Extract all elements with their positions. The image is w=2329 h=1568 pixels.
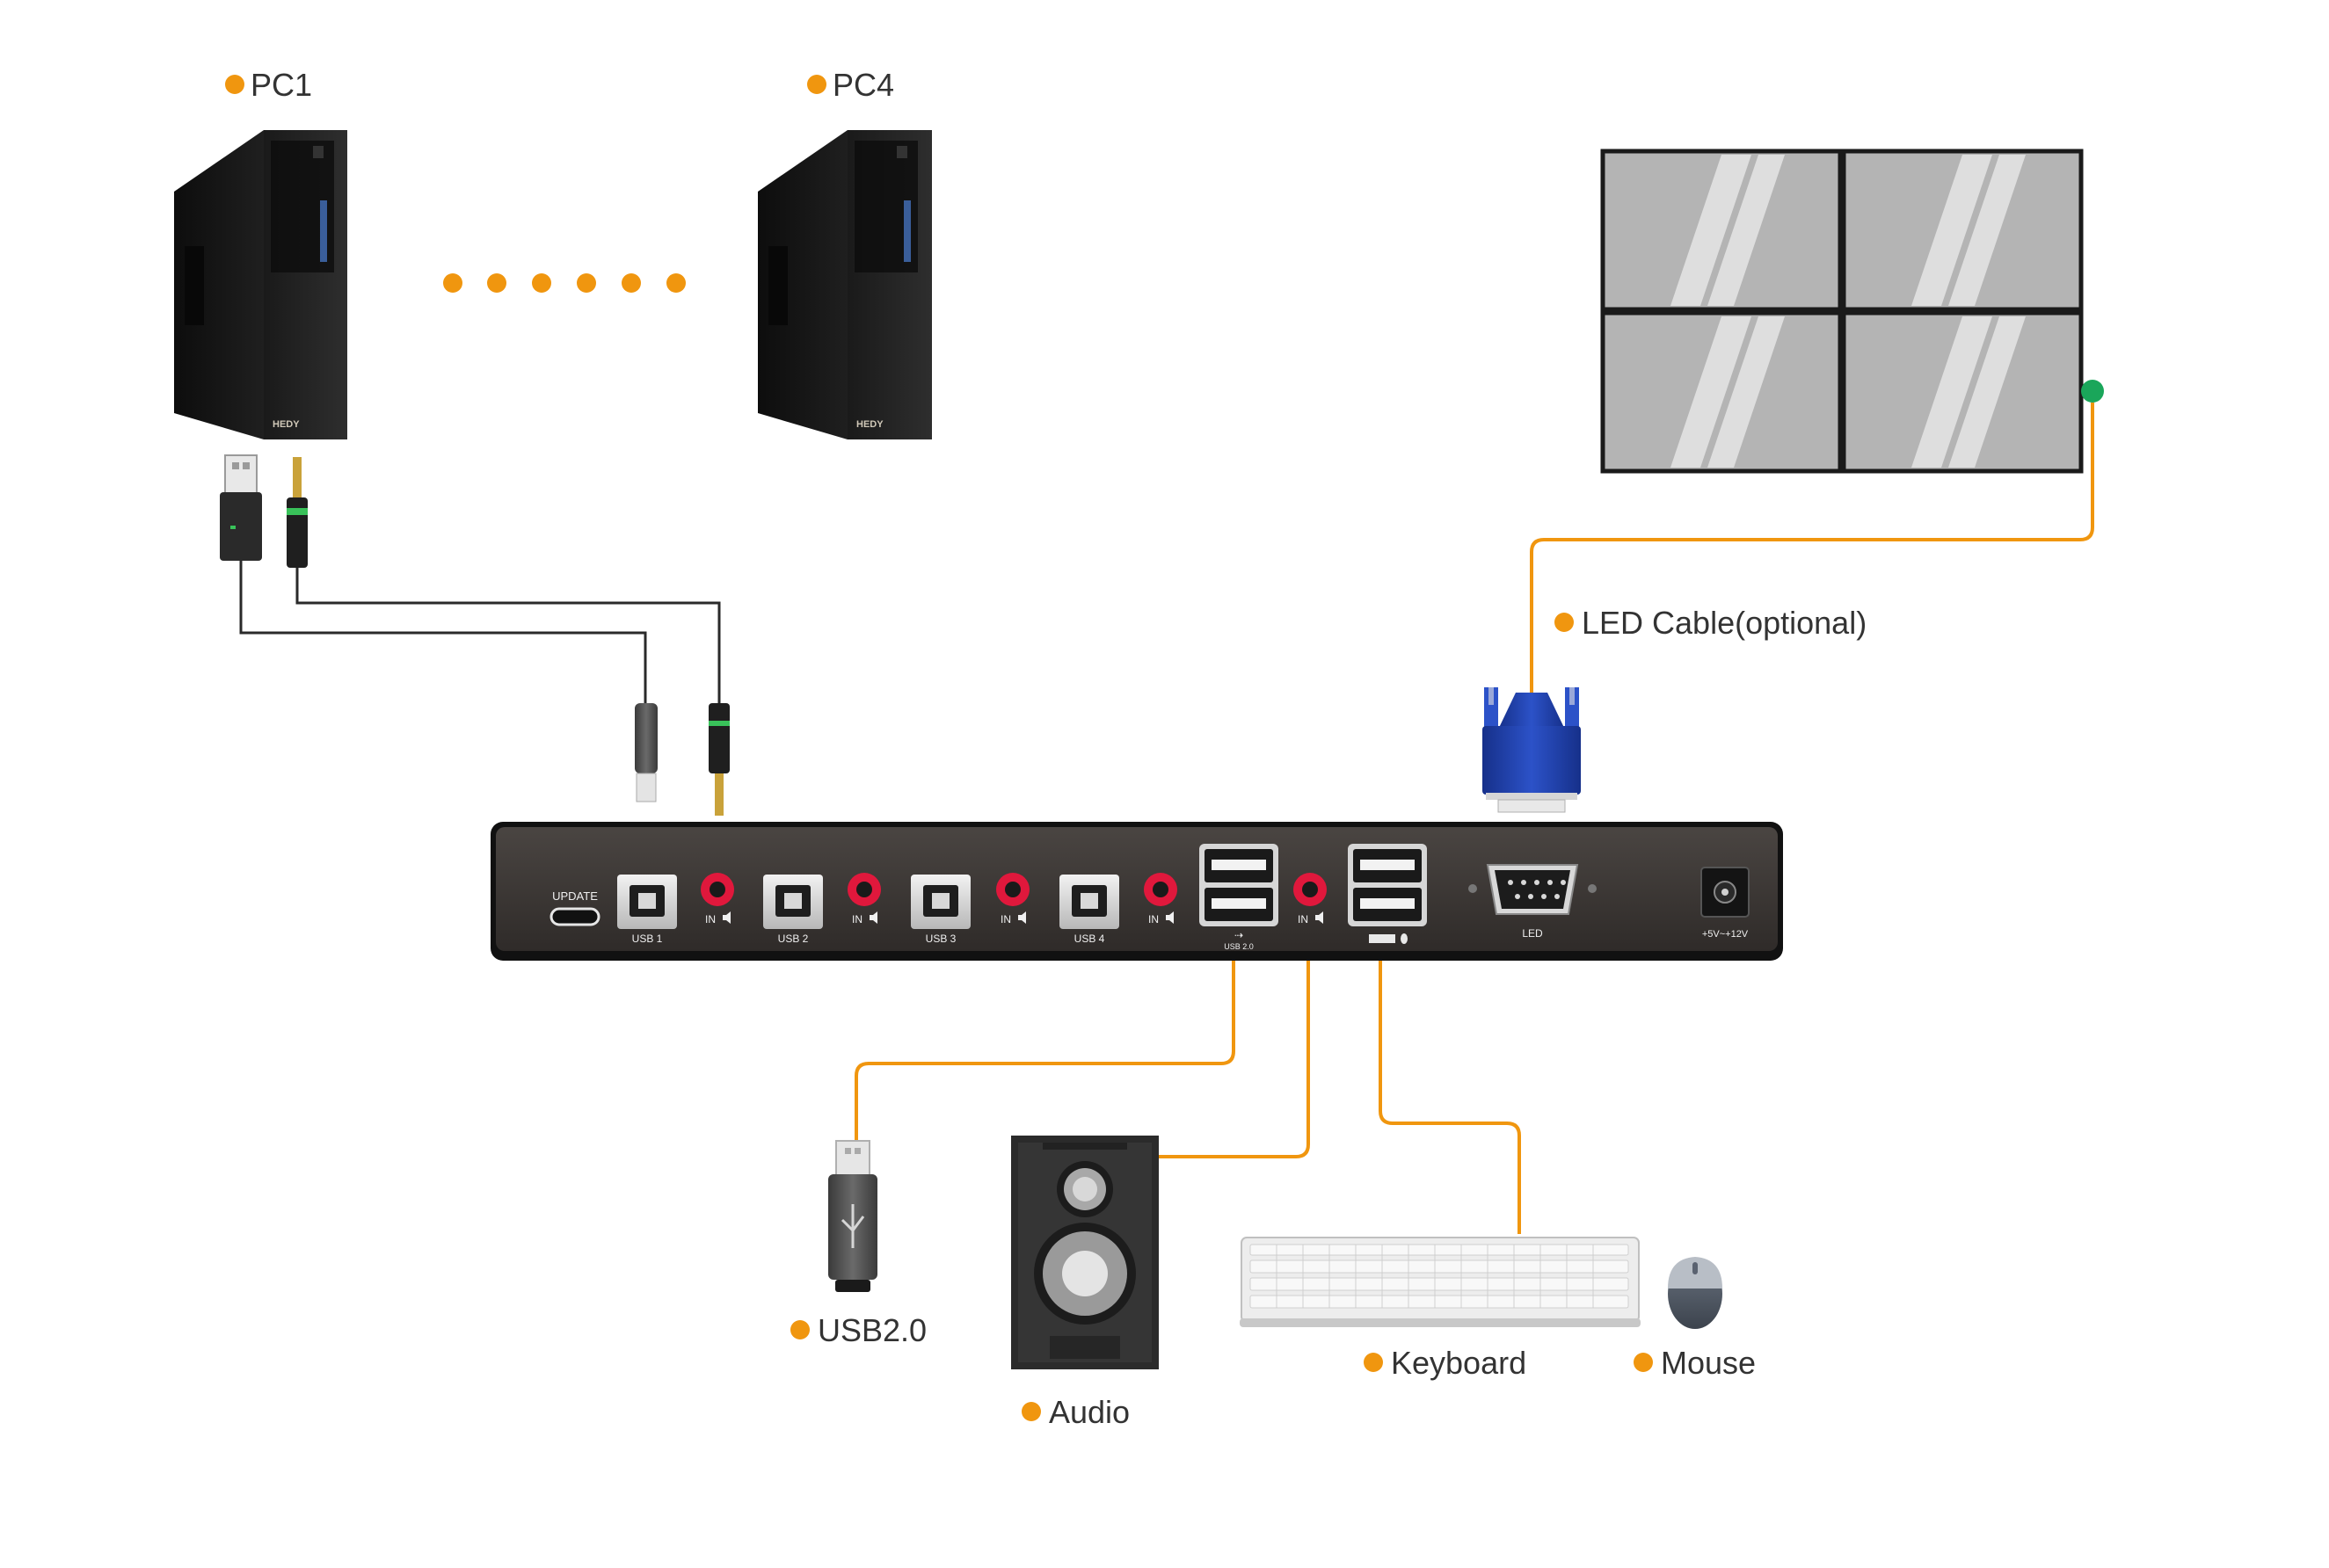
speaker-icon xyxy=(1166,911,1174,924)
led-connector-dot-icon xyxy=(2081,380,2104,403)
vga-connector-icon xyxy=(1482,687,1581,813)
keyboard-device-icon xyxy=(1240,1237,1641,1327)
kvm-switch-device: UPDATE USB 1 IN USB 2 IN xyxy=(491,822,1783,961)
pc1-audio-plug-icon xyxy=(287,457,308,568)
pc1-label: PC1 xyxy=(251,67,312,103)
mouse-device-icon xyxy=(1668,1257,1722,1329)
label-keyboard: Keyboard xyxy=(1364,1345,1526,1381)
orange-cables xyxy=(855,403,2094,1234)
label-usb20: USB2.0 xyxy=(790,1312,927,1348)
audio-in-jack-4: IN xyxy=(1144,873,1177,926)
audio-out-jack: IN xyxy=(1293,873,1327,926)
audio-label: Audio xyxy=(1049,1394,1130,1430)
label-led-cable: LED Cable(optional) xyxy=(1554,605,1867,641)
usb20-stacked-port: ⇢ USB 2.0 xyxy=(1199,844,1278,951)
pc1-tower-icon: HEDY xyxy=(174,130,347,439)
usb-b-port-3: USB 3 xyxy=(911,875,971,945)
speaker-icon xyxy=(723,911,731,924)
audio-in-label: IN xyxy=(852,913,862,926)
orange-dot-icon xyxy=(790,1320,810,1339)
audio-in-jack-2: IN xyxy=(848,873,881,926)
orange-dot-icon xyxy=(1634,1353,1653,1372)
label-audio: Audio xyxy=(1022,1394,1130,1430)
pc4-tower-icon: HEDY xyxy=(758,130,932,439)
pc4-label: PC4 xyxy=(833,67,894,103)
keyboard-mouse-stacked-port xyxy=(1348,844,1427,944)
led-port-label: LED xyxy=(1522,927,1543,940)
pc-cables xyxy=(239,561,721,703)
usb-port-label: USB 1 xyxy=(632,933,663,945)
led-db9-port: LED xyxy=(1468,864,1597,940)
usb-c-update-port xyxy=(549,907,600,926)
speaker-icon xyxy=(1315,911,1323,924)
audio-in-label: IN xyxy=(1298,913,1308,926)
orange-dot-icon xyxy=(807,75,826,94)
power-port-label: +5V~+12V xyxy=(1702,929,1749,940)
speaker-device-icon xyxy=(1011,1136,1159,1369)
usb-port-label: USB 4 xyxy=(1074,933,1105,945)
speaker-icon xyxy=(1018,911,1026,924)
audio-in-label: IN xyxy=(705,913,716,926)
audio-in-jack-1: IN xyxy=(701,873,734,926)
pc1-brand: HEDY xyxy=(273,419,300,430)
audio-in-label: IN xyxy=(1148,913,1159,926)
audio-in-label: IN xyxy=(1001,913,1011,926)
usb-port-label: USB 2 xyxy=(778,933,809,945)
label-pc4: PC4 xyxy=(807,67,894,103)
pc1-usb-plug-icon xyxy=(220,454,262,561)
audio-in-jack-3: IN xyxy=(996,873,1030,926)
usb-icon: ⇢ xyxy=(1234,929,1243,941)
usb20-port-label: USB 2.0 xyxy=(1224,942,1254,951)
speaker-icon xyxy=(870,911,877,924)
orange-dot-icon xyxy=(1022,1402,1041,1421)
orange-dot-icon xyxy=(1554,613,1574,632)
kvm-audio-plug-icon xyxy=(709,703,730,816)
keyboard-icon xyxy=(1369,934,1395,943)
kvm-usb-b-plug-icon xyxy=(635,703,658,802)
label-pc1: PC1 xyxy=(225,67,312,103)
led-cable-label: LED Cable(optional) xyxy=(1582,605,1867,641)
led-video-wall xyxy=(1600,149,2104,474)
usb-port-label: USB 3 xyxy=(926,933,957,945)
usb-b-port-1: USB 1 xyxy=(617,875,677,945)
ellipsis-dots-icon xyxy=(443,273,686,293)
usb-b-port-4: USB 4 xyxy=(1059,875,1119,945)
orange-dot-icon xyxy=(1364,1353,1383,1372)
orange-dot-icon xyxy=(225,75,244,94)
usb-flash-drive-icon xyxy=(828,1140,877,1292)
update-port-label: UPDATE xyxy=(552,889,598,903)
usb20-label: USB2.0 xyxy=(818,1312,927,1348)
keyboard-label: Keyboard xyxy=(1391,1345,1526,1381)
usb-b-port-2: USB 2 xyxy=(763,875,823,945)
label-mouse: Mouse xyxy=(1634,1345,1756,1381)
pc4-brand: HEDY xyxy=(856,419,884,430)
dc-power-port: +5V~+12V xyxy=(1700,867,1750,940)
mouse-label: Mouse xyxy=(1661,1345,1756,1381)
mouse-icon xyxy=(1401,933,1408,944)
